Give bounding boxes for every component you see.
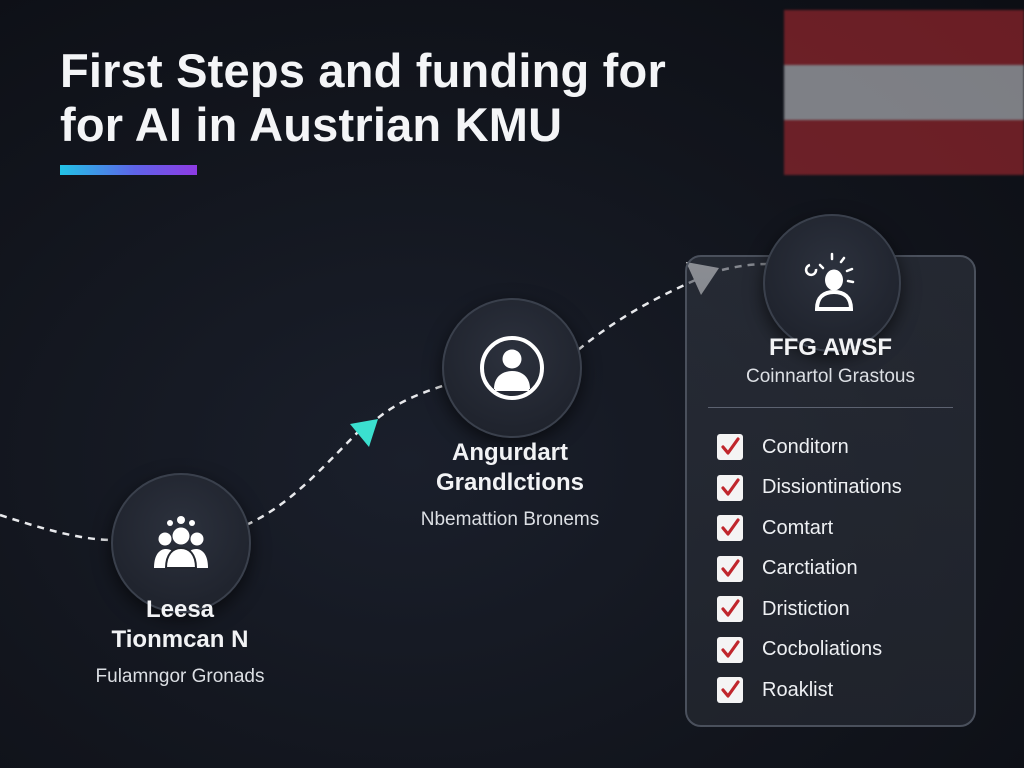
page-title: First Steps and funding for for AI in Au… [60,44,666,152]
checklist-item-label: Cocboliations [762,638,883,661]
step-1-label: Leesa Tionmcan N Fulamngor Gronads [60,595,300,689]
person-icon [480,336,544,400]
card-title: FFG AWSF [768,334,893,361]
checklist-item-label: Carctiation [762,557,858,580]
idea-person-icon [804,252,855,311]
checklist-item-label: Comtart [762,516,834,539]
title-line-2: for AI in Austrian KMU [60,98,563,151]
step-2-subtitle: Nbemattion Bronems [420,509,600,530]
checklist-item-label: Dissiontiпations [762,476,902,499]
step-1-name-line-2: Tionmcan N [111,626,249,653]
checklist-item-label: Roaklist [762,678,834,701]
step-1-name: Leesa Tionmcan N [60,595,300,655]
checklist-item: Dissiontiпations [717,468,902,509]
card-icon-node [763,214,901,352]
group-icon [154,516,208,569]
checklist-item-label: Conditorn [762,435,849,458]
checkmark-icon [717,555,743,582]
path-segment-rise [245,427,363,527]
step-2-name-line-2: Grandlctions [435,469,585,496]
checkmark-icon [717,434,743,461]
step-1-node [111,473,251,613]
step-1-subtitle: Fulamngor Gronads [95,666,265,687]
step-2-node [442,298,582,438]
step-2-name: Angurdart Grandlctions [390,438,630,498]
path-segment-middle [377,383,446,419]
path-segment-start [0,513,114,542]
card-divider [708,407,953,408]
checklist-item: Comtart [717,508,902,549]
card-subtitle: Coinnartol Grastous [746,366,915,387]
checklist-item: Dristiction [717,589,902,630]
checkmark-icon [717,636,743,663]
teal-arrow-icon [350,419,378,447]
checkmark-icon [717,677,743,704]
step-2-label: Angurdart Grandlctions Nbemattion Bronem… [390,438,630,532]
checkmark-icon [717,515,743,542]
title-line-1: First Steps and funding for [60,44,666,97]
title-accent-bar [60,165,197,175]
checkmark-icon [717,596,743,623]
step-2-name-line-1: Angurdart [452,439,568,466]
path-segment-upper [577,276,701,351]
checklist-item: Cocboliations [717,630,902,671]
checklist-item: Roaklist [717,670,902,711]
checklist: Conditorn Dissiontiпations Comtart Carct… [717,427,902,711]
checklist-item-label: Dristiction [762,597,850,620]
step-1-name-line-1: Leesa [145,596,215,623]
checklist-item: Conditorn [717,427,902,468]
checklist-item: Carctiation [717,549,902,590]
checkmark-icon [717,474,743,501]
